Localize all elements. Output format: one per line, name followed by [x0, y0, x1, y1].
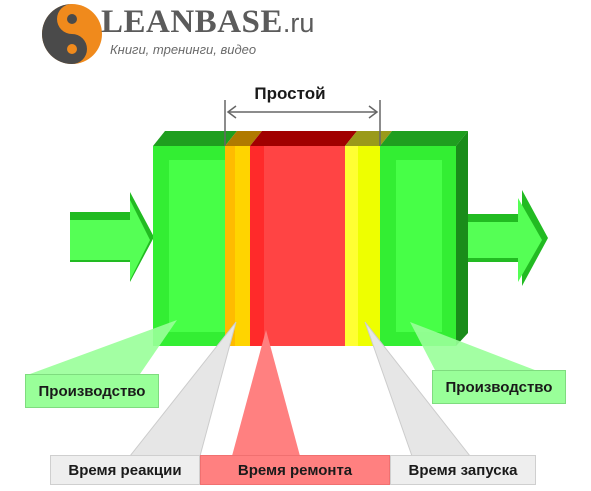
logo-brand: LEANBASE.ru: [101, 4, 314, 41]
logo-brand-domain: .ru: [282, 8, 315, 38]
block-side-face: [456, 131, 468, 346]
logo-tagline: Книги, тренинги, видео: [110, 42, 257, 57]
top-production-right: [380, 131, 468, 146]
production-right-label: Производство: [432, 370, 566, 404]
callout-production-right: [410, 322, 540, 372]
input-arrow-icon: [70, 192, 154, 282]
downtime-label: Простой: [254, 84, 326, 103]
logo-brand-main: LEANBASE: [101, 4, 283, 40]
callout-production-left: [30, 320, 177, 374]
reaction-time-label: Время реакции: [50, 455, 200, 485]
production-left-label: Производство: [25, 374, 159, 408]
output-arrow-icon: [456, 190, 548, 286]
repair-time-label: Время ремонта: [200, 455, 390, 485]
dimension-arrow-icon: [224, 100, 381, 146]
top-repair: [250, 131, 357, 146]
top-reaction: [225, 131, 262, 146]
top-production-left: [153, 131, 237, 146]
yin-yang-logo-icon: [42, 4, 102, 64]
launch-time-label: Время запуска: [390, 455, 536, 485]
callout-repair: [232, 330, 300, 456]
